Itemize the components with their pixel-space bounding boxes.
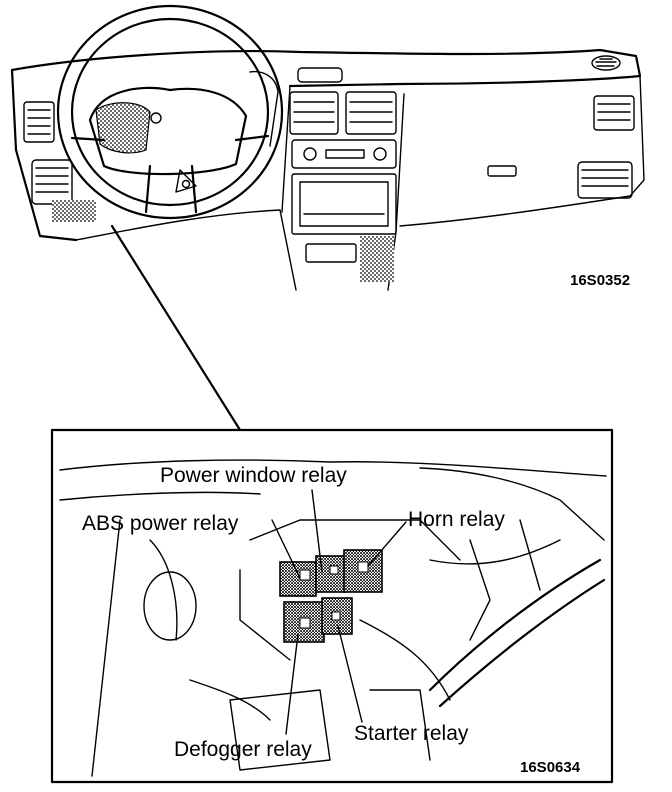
- abs-power-relay: [279, 561, 317, 597]
- dashboard-illustration: [10, 4, 645, 291]
- steering-wheel: [56, 4, 284, 220]
- detail-frame: [50, 428, 614, 784]
- relay-cluster: [279, 549, 383, 643]
- label-starter-relay: Starter relay: [354, 722, 469, 745]
- label-abs-power-relay: ABS power relay: [82, 512, 239, 535]
- center-console: [289, 67, 397, 282]
- detail-illustration: [59, 459, 607, 777]
- label-power-window-relay: Power window relay: [160, 464, 347, 487]
- glove-box-handle: [487, 165, 517, 177]
- dashboard-top-edge: [10, 48, 642, 88]
- label-defogger-relay: Defogger relay: [174, 738, 312, 761]
- label-horn-relay: Horn relay: [408, 508, 505, 531]
- label-leaders: [271, 489, 407, 735]
- figure-code-dashboard: 16S0352: [570, 272, 630, 289]
- dashboard-lower-edge: [75, 209, 297, 291]
- callout-leader-line: [110, 224, 242, 432]
- figure-code-detail: 16S0634: [520, 759, 581, 776]
- dashboard-upper-curve: [10, 68, 78, 242]
- relay-location-highlight: [52, 200, 96, 222]
